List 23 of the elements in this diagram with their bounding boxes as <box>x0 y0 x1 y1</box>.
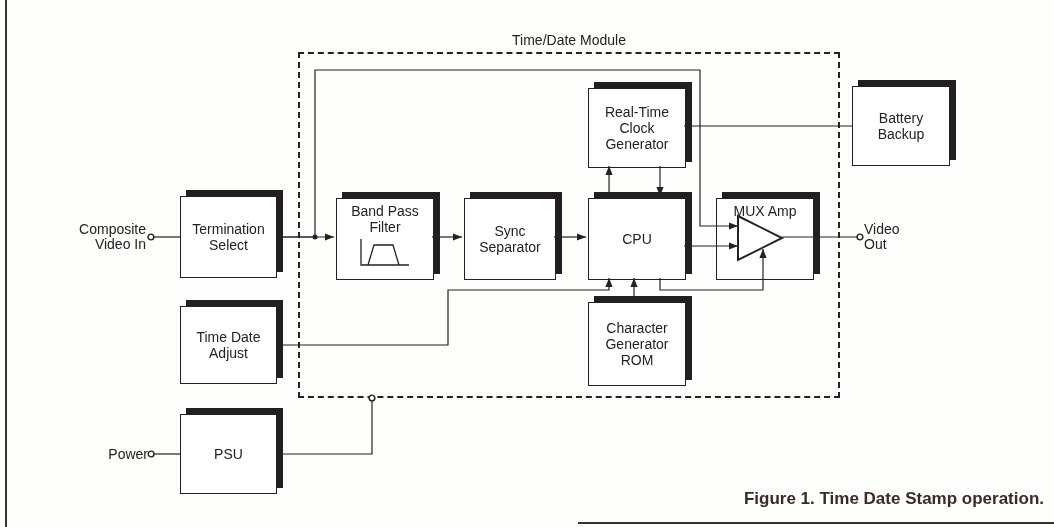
block-label: Character Generator ROM <box>604 320 670 368</box>
block-label: Time Date Adjust <box>195 329 262 361</box>
signal-line <box>659 248 767 291</box>
block-label: Band Pass Filter <box>350 203 420 235</box>
terminal-label: Composite Video In <box>78 222 146 252</box>
terminal-label: Video Out <box>864 222 901 252</box>
signal-line <box>781 233 864 241</box>
signal-line <box>431 233 463 241</box>
signal-line <box>683 125 853 127</box>
signal-line <box>147 233 181 241</box>
terminal-label: Power <box>108 446 148 462</box>
signal-line <box>553 233 587 241</box>
signal-line <box>683 242 739 250</box>
block-label: Termination Select <box>191 221 266 253</box>
figure-caption: Figure 1. Time Date Stamp operation. <box>743 488 1044 510</box>
module-title: Time/Date Module <box>511 31 627 50</box>
signal-line <box>147 450 181 458</box>
block-label: PSU <box>214 446 243 462</box>
block-label: CPU <box>622 231 652 247</box>
block-label: MUX Amp <box>733 203 797 219</box>
block-label: Battery Backup <box>876 110 926 142</box>
block-label: Real-Time Clock Generator <box>603 104 670 152</box>
block-label: Sync Separator <box>478 223 542 255</box>
